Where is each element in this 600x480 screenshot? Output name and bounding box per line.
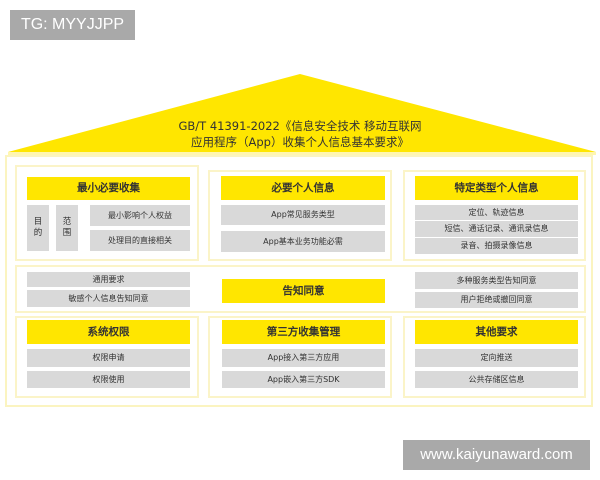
item-location-track: 定位、轨迹信息 (415, 205, 578, 220)
roof-triangle (8, 74, 596, 155)
item-minimal-impact: 最小影响个人权益 (90, 205, 190, 226)
header-minimum-collection: 最小必要收集 (27, 177, 190, 200)
header-notice-consent: 告知同意 (222, 279, 385, 303)
item-sms-call-contacts: 短信、通话记录、通讯录信息 (415, 221, 578, 237)
item-public-storage: 公共存储区信息 (415, 371, 578, 388)
header-necessary-info: 必要个人信息 (221, 176, 385, 200)
header-system-permissions: 系统权限 (27, 320, 190, 344)
watermark-url: www.kaiyunaward.com (403, 440, 590, 470)
item-refuse-withdraw-consent: 用户拒绝或撤回同意 (415, 292, 578, 308)
roof-title: GB/T 41391-2022《信息安全技术 移动互联网 应用程序（App）收集… (150, 118, 450, 150)
header-third-party: 第三方收集管理 (222, 320, 385, 344)
item-targeted-push: 定向推送 (415, 349, 578, 367)
roof-title-line1: GB/T 41391-2022《信息安全技术 移动互联网 (178, 119, 422, 133)
item-third-party-app: App接入第三方应用 (222, 349, 385, 367)
vertical-cell-scope: 范围 (56, 205, 78, 251)
item-audio-video: 录音、拍摄录像信息 (415, 238, 578, 254)
roof-title-line2: 应用程序（App）收集个人信息基本要求》 (191, 135, 409, 149)
item-third-party-sdk: App嵌入第三方SDK (222, 371, 385, 388)
vertical-cell-purpose: 目的 (27, 205, 49, 251)
item-direct-relation: 处理目的直接相关 (90, 230, 190, 251)
item-general-requirements: 通用要求 (27, 272, 190, 287)
item-basic-function-required: App基本业务功能必需 (221, 231, 385, 252)
item-permission-use: 权限使用 (27, 371, 190, 388)
header-specific-types: 特定类型个人信息 (415, 176, 578, 200)
header-other-requirements: 其他要求 (415, 320, 578, 344)
item-multi-service-consent: 多种服务类型告知同意 (415, 272, 578, 289)
watermark-tag: TG: MYYJJPP (10, 10, 135, 40)
item-permission-request: 权限申请 (27, 349, 190, 367)
item-common-service-types: App常见服务类型 (221, 205, 385, 225)
item-sensitive-info-consent: 敏感个人信息告知同意 (27, 290, 190, 307)
